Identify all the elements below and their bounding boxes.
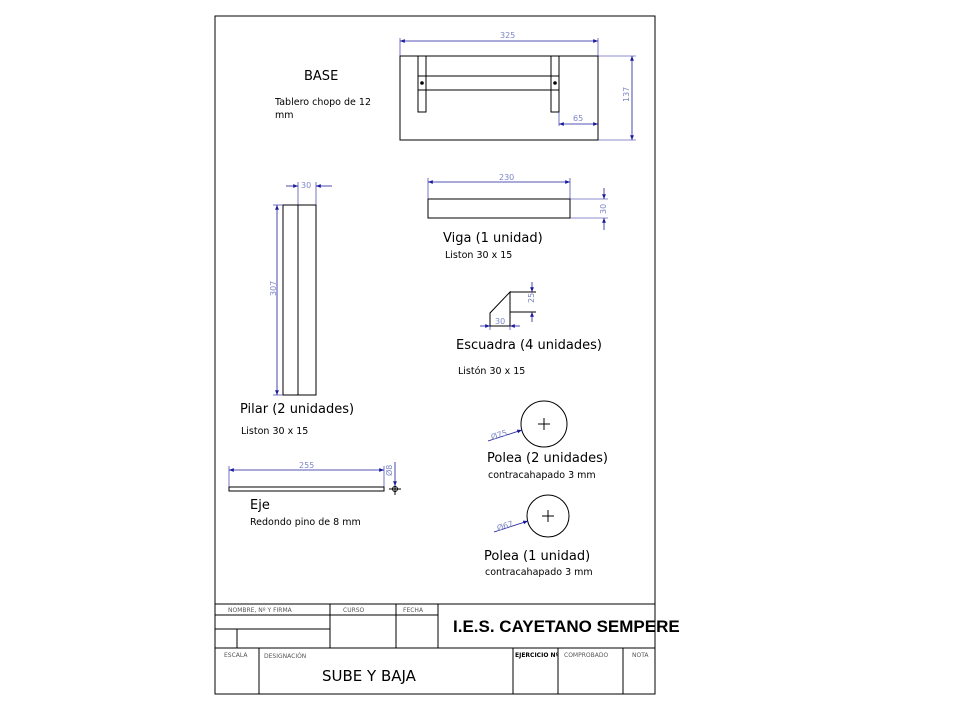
ejercicio-label: EJERCICIO Nº [515,652,560,659]
escala-label: ESCALA [224,652,248,659]
viga-beam [427,198,571,219]
escuadra-dim-width: 30 [495,317,505,326]
school-name: I.E.S. CAYETANO SEMPERE [453,617,680,636]
designacion-label: DESIGNACIÓN [264,653,306,660]
polea2-disc [520,400,568,448]
viga-dim-height: 30 [599,204,608,214]
sheet-frame [214,15,656,695]
escuadra-title: Escuadra (4 unidades) [456,338,602,353]
pilar-dim-width: 30 [301,181,311,190]
base-dim-width: 325 [500,31,515,40]
nota-label: NOTA [632,652,649,659]
comprobado-label: COMPROBADO [564,652,608,659]
pilar-part: 30 307 Pilar (2 unidades) Liston 30 x 15 [240,181,354,437]
title-block: NOMBRE, Nº Y FIRMA CURSO FECHA I.E.S. CA… [215,603,680,694]
eje-material: Redondo pino de 8 mm [250,517,361,528]
base-crossbar [417,75,560,91]
polea1-disc [526,494,570,538]
polea1-title: Polea (1 unidad) [484,549,590,564]
viga-title: Viga (1 unidad) [443,231,543,246]
pilar-post-outer [282,204,317,396]
base-title: BASE [304,69,338,84]
escuadra-material: Listón 30 x 15 [458,366,525,377]
polea1-material: contracahapado 3 mm [485,567,593,578]
pilar-title: Pilar (2 unidades) [240,402,354,417]
pilar-material: Liston 30 x 15 [241,426,308,437]
pilar-dim-length: 307 [269,281,278,296]
polea2-material: contracahapado 3 mm [488,470,596,481]
polea2-part: Ø75 Polea (2 unidades) contracahapado 3 … [487,400,608,481]
eje-part: 255 Ø8 Eje Redondo pino de 8 mm [228,461,401,528]
viga-dim-length: 230 [499,173,514,182]
eje-dim-diameter: Ø8 [384,465,394,476]
designacion-value: SUBE Y BAJA [322,667,417,685]
eje-title: Eje [250,498,270,513]
escuadra-dim-height: 25 [527,293,536,303]
base-left-hole [420,81,424,85]
base-right-hole [553,81,557,85]
eje-rod [228,486,385,492]
escuadra-part: 25 30 Escuadra (4 unidades) Listón 30 x … [456,282,602,377]
viga-material: Liston 30 x 15 [445,250,512,261]
fecha-label: FECHA [403,607,424,614]
base-part: BASE Tablero chopo de 12 mm 325 137 65 [274,31,636,141]
polea2-title: Polea (2 unidades) [487,451,608,466]
viga-part: 230 30 Viga (1 unidad) Liston 30 x 15 [427,173,608,261]
base-dim-height: 137 [622,87,631,102]
base-material-line2: mm [275,110,294,121]
eje-dim-length: 255 [299,461,314,470]
polea1-dim-diameter: Ø67 [496,518,515,533]
polea2-dim-diameter: Ø75 [490,427,509,442]
base-material-line1: Tablero chopo de 12 [274,97,371,108]
base-dim-inner: 65 [573,114,583,123]
base-board [399,55,599,141]
nombre-label: NOMBRE, Nº Y FIRMA [228,607,293,614]
curso-label: CURSO [343,607,365,614]
polea1-part: Ø67 Polea (1 unidad) contracahapado 3 mm [484,494,593,578]
